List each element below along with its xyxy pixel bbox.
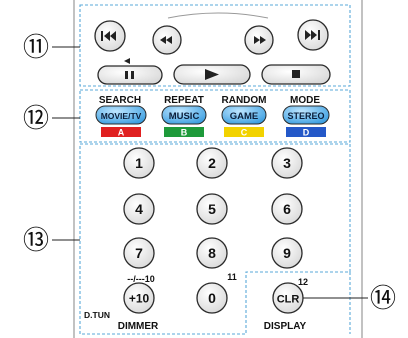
play-button[interactable] (173, 64, 251, 85)
music-label: MUSIC (169, 111, 200, 122)
fast-forward-icon (254, 36, 266, 44)
pause-icon (125, 71, 134, 79)
digit-3-label: 3 (283, 155, 291, 171)
search-label: SEARCH (99, 95, 141, 106)
skip-forward-button[interactable] (297, 19, 329, 51)
digit-4-label: 4 (135, 201, 143, 217)
digit-8-button[interactable]: 8 (196, 237, 228, 269)
stereo-button[interactable]: STEREO (282, 105, 330, 125)
section-11-boundary (79, 4, 351, 87)
plus10-sub-label: --/---10 (127, 274, 155, 284)
digit-9-button[interactable]: 9 (271, 237, 303, 269)
display-label: DISPLAY (264, 321, 307, 332)
color-tab-b-label: B (181, 128, 188, 138)
color-tab-d: D (286, 127, 326, 138)
stereo-label: STEREO (287, 111, 324, 121)
digit-9-label: 9 (283, 245, 291, 261)
dtun-label: D.TUN (84, 310, 110, 320)
color-tab-d-label: D (303, 128, 310, 138)
digit-4-button[interactable]: 4 (123, 193, 155, 225)
pause-button[interactable] (97, 65, 163, 85)
callout-13: ⑬ (23, 225, 49, 255)
color-tab-a-label: A (118, 128, 125, 138)
digit-0-label: 0 (208, 290, 216, 306)
digit-2-button[interactable]: 2 (196, 147, 228, 179)
digit-5-button[interactable]: 5 (196, 193, 228, 225)
digit-0-button[interactable]: 0 (196, 282, 228, 314)
digit-2-label: 2 (208, 155, 216, 171)
color-tab-a: A (101, 127, 141, 138)
mode-label: MODE (290, 95, 320, 106)
callout-12: ⑫ (23, 103, 49, 133)
section-12-boundary (79, 89, 351, 143)
callout-14: ⑭ (370, 283, 396, 313)
callout-11: ⑪ (23, 32, 49, 62)
stop-button[interactable] (261, 64, 331, 85)
clr-label: CLR (277, 294, 300, 306)
play-icon (205, 69, 219, 80)
digit-7-button[interactable]: 7 (123, 237, 155, 269)
plus10-button[interactable]: +10 (123, 282, 155, 314)
zero-sub-label: 11 (227, 272, 237, 282)
skip-forward-icon (305, 30, 320, 40)
digit-8-label: 8 (208, 245, 216, 261)
music-button[interactable]: MUSIC (161, 105, 207, 125)
game-button[interactable]: GAME (221, 105, 267, 125)
digit-1-label: 1 (135, 155, 143, 171)
clr-button[interactable]: CLR (272, 282, 304, 314)
plus10-label: +10 (129, 292, 150, 306)
stop-icon (292, 70, 300, 78)
random-label: RANDOM (222, 95, 267, 106)
rewind-button[interactable] (152, 25, 182, 55)
movie-tv-button[interactable]: MOVIE/TV (95, 105, 147, 125)
section-13-boundary (79, 143, 351, 335)
digit-6-label: 6 (283, 201, 291, 217)
color-tab-c-label: C (241, 128, 248, 138)
reverse-arrow-icon (124, 58, 130, 64)
movie-tv-label: MOVIE/TV (101, 111, 142, 121)
color-tab-b: B (164, 127, 204, 138)
repeat-label: REPEAT (164, 95, 204, 106)
digit-6-button[interactable]: 6 (271, 193, 303, 225)
dimmer-label: DIMMER (118, 321, 159, 332)
game-label: GAME (230, 111, 259, 122)
color-tab-c: C (224, 127, 264, 138)
digit-5-label: 5 (208, 201, 216, 217)
clr-sub-label: 12 (298, 277, 308, 287)
top-arc (167, 12, 269, 19)
digit-3-button[interactable]: 3 (271, 147, 303, 179)
digit-1-button[interactable]: 1 (123, 147, 155, 179)
skip-back-icon (101, 31, 116, 41)
rewind-icon (160, 36, 172, 44)
digit-7-label: 7 (135, 245, 143, 261)
fast-forward-button[interactable] (244, 25, 274, 55)
skip-back-button[interactable] (94, 20, 126, 52)
